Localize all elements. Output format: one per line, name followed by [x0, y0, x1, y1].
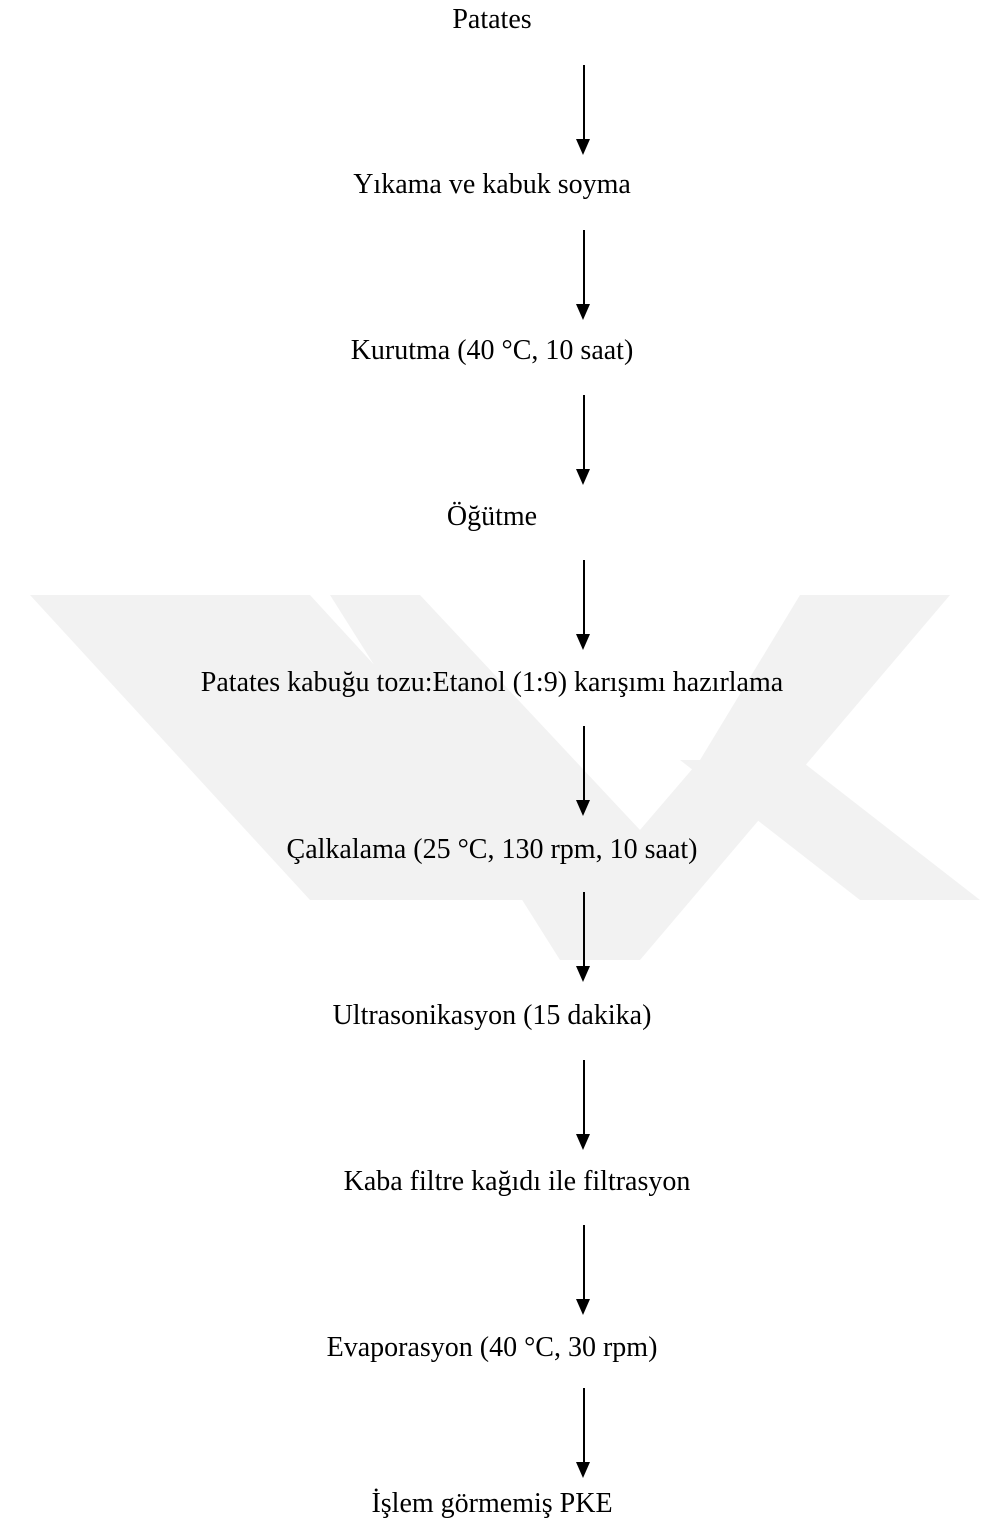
step-kurutma: Kurutma (40 °C, 10 saat) — [350, 335, 634, 366]
step-ultrasonikasyon: Ultrasonikasyon (15 dakika) — [332, 1000, 652, 1031]
arrow-down-2 — [576, 230, 592, 320]
step-pke: İşlem görmemiş PKE — [371, 1488, 613, 1519]
arrow-down-3 — [576, 395, 592, 485]
arrow-down-7 — [576, 1060, 592, 1150]
arrow-down-8 — [576, 1225, 592, 1315]
step-yikama: Yıkama ve kabuk soyma — [353, 169, 631, 200]
step-patates: Patates — [452, 4, 532, 35]
step-evaporasyon: Evaporasyon (40 °C, 30 rpm) — [326, 1332, 658, 1363]
arrow-down-5 — [576, 726, 592, 816]
arrow-down-4 — [576, 560, 592, 650]
step-calkalama: Çalkalama (25 °C, 130 rpm, 10 saat) — [286, 834, 698, 865]
arrow-down-6 — [576, 892, 592, 982]
step-ogutme: Öğütme — [446, 501, 538, 532]
step-filtrasyon: Kaba filtre kağıdı ile filtrasyon — [343, 1166, 691, 1197]
step-karisim: Patates kabuğu tozu:Etanol (1:9) karışım… — [200, 667, 784, 698]
arrow-down-1 — [576, 65, 592, 155]
arrow-down-9 — [576, 1388, 592, 1478]
